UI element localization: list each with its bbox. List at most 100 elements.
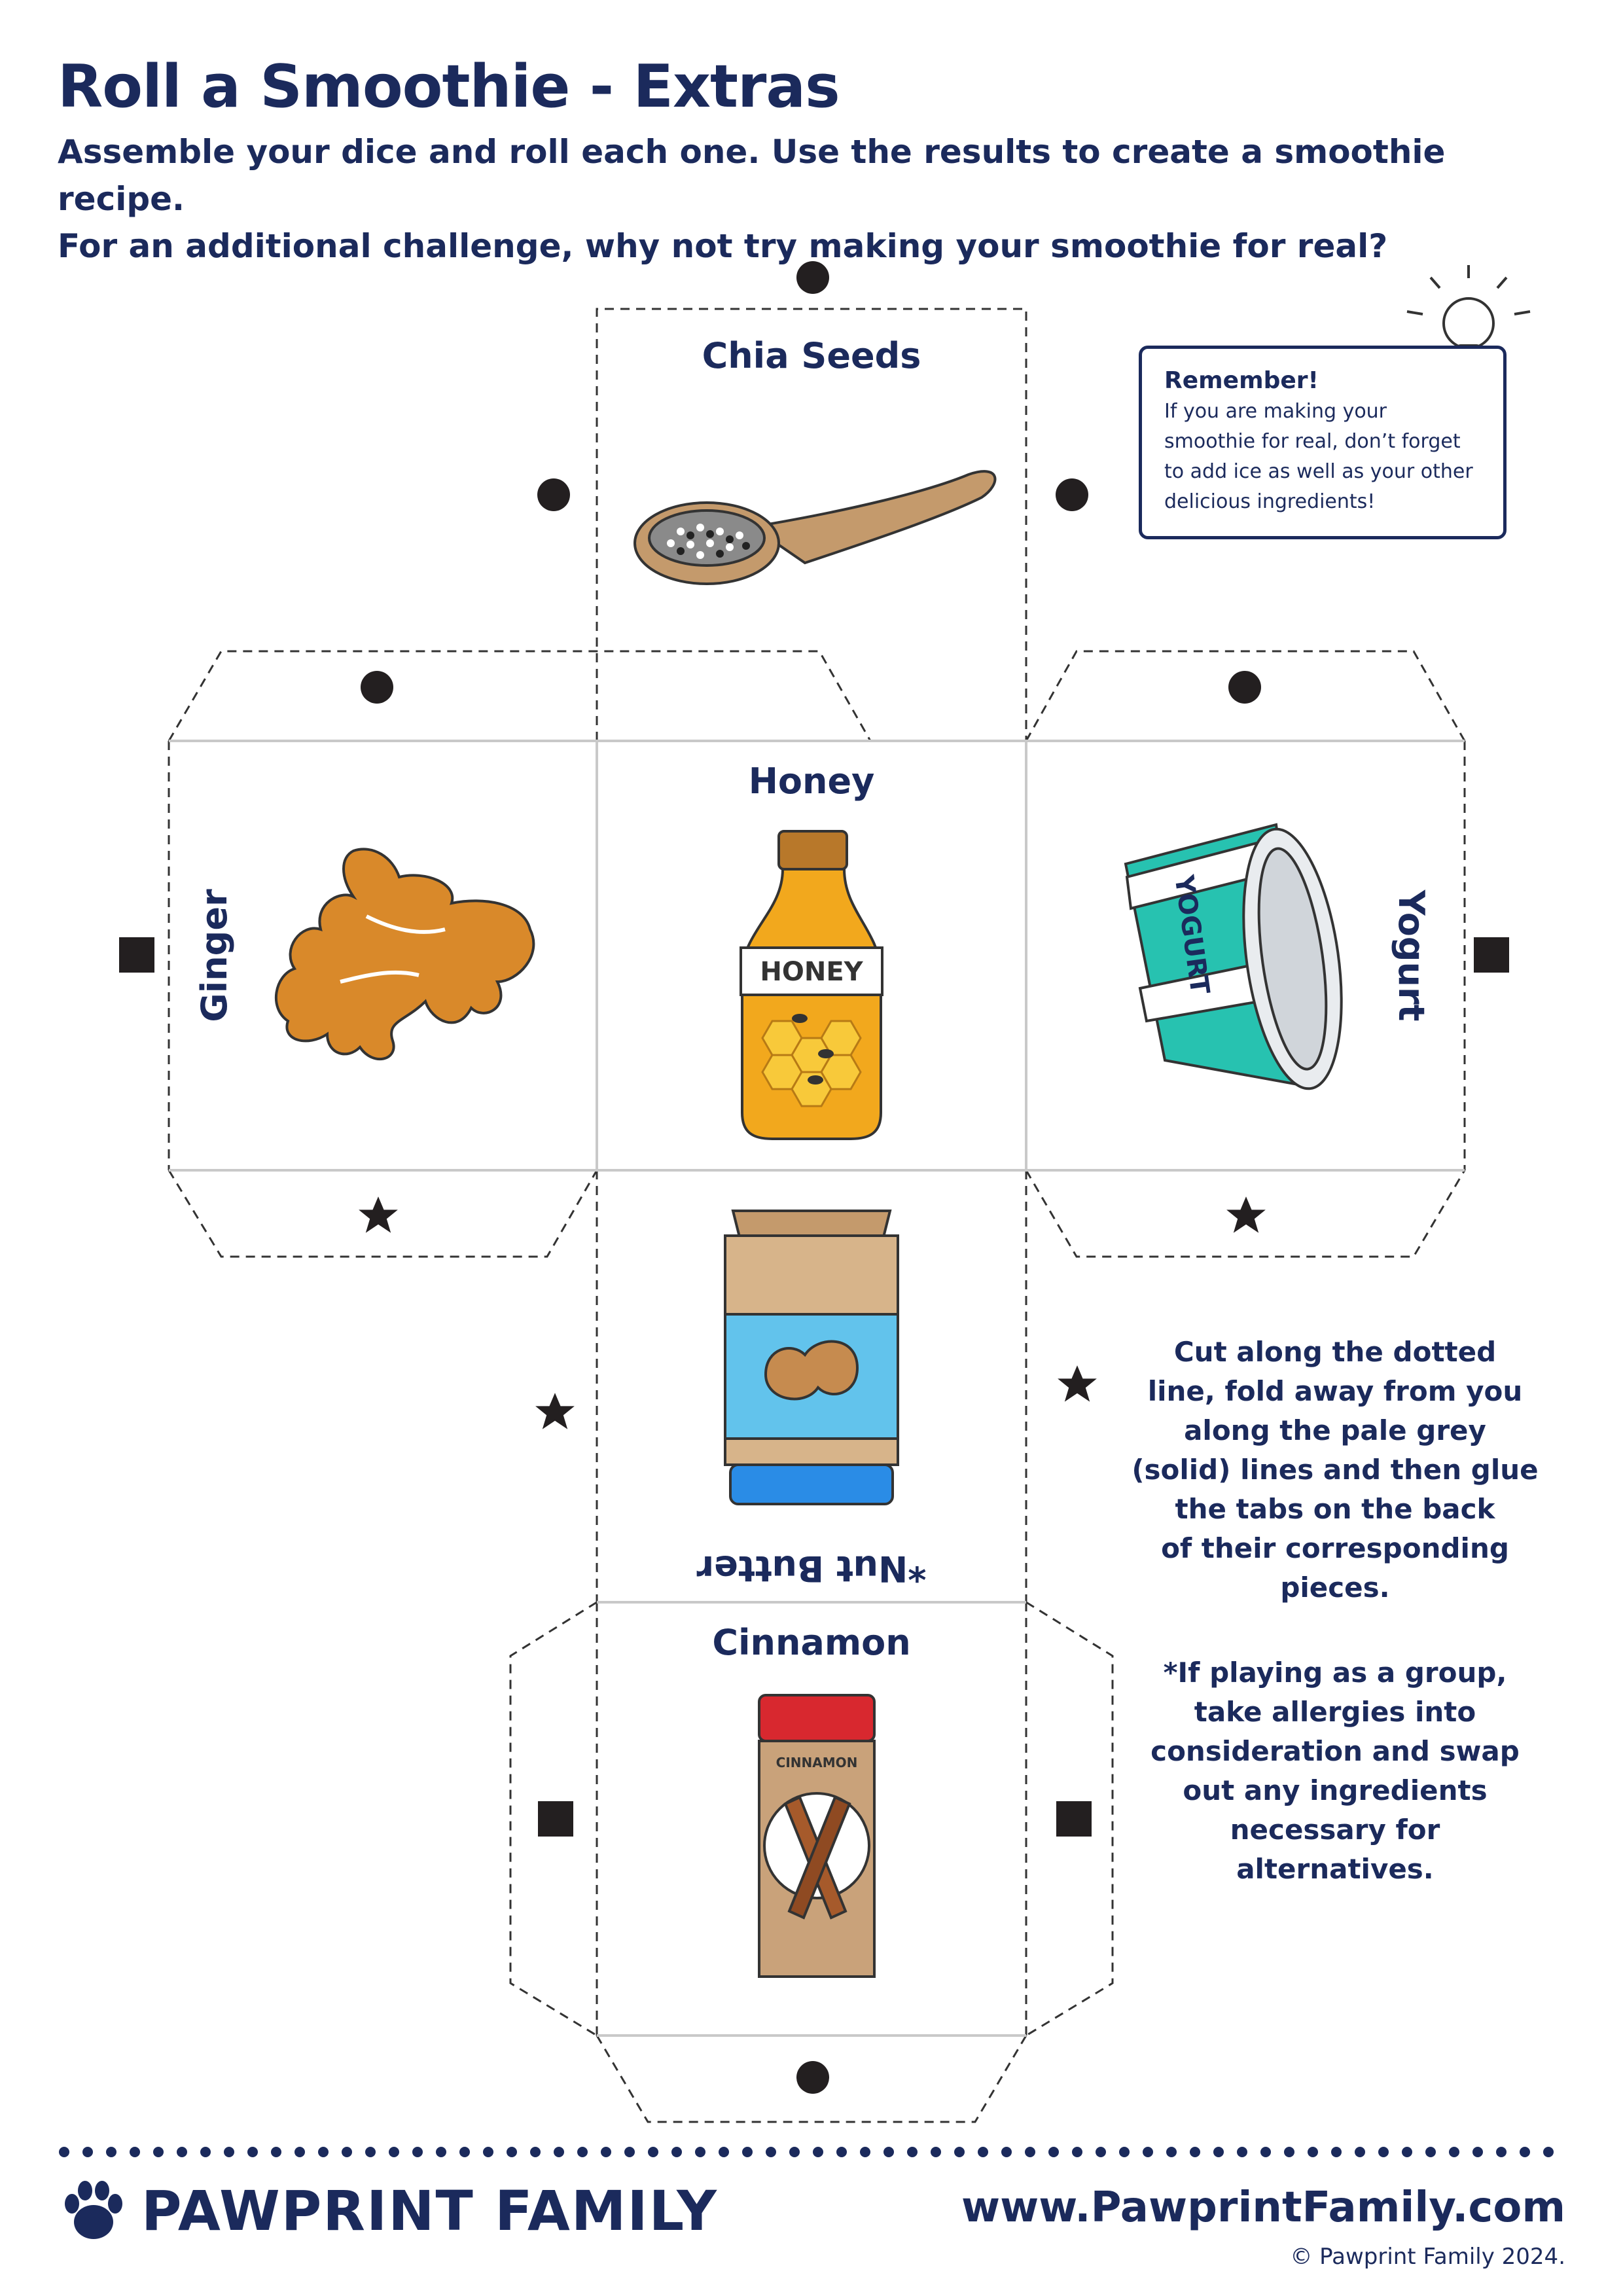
dot-marker <box>1228 671 1261 704</box>
cinnamon-label-text: CINNAMON <box>776 1755 858 1770</box>
fold-lines <box>169 740 1465 2037</box>
instruction-line: line, fold away from you <box>1147 1375 1523 1407</box>
page-subtitle: Assemble your dice and roll each one. Us… <box>58 128 1582 270</box>
divider-dot <box>130 2147 140 2157</box>
face-label-center: Honey <box>749 761 875 802</box>
face-label-top: Chia Seeds <box>702 335 921 376</box>
subtitle-line: Assemble your dice and roll each one. Us… <box>58 133 1446 218</box>
divider-dot <box>1378 2147 1389 2157</box>
divider-dot <box>907 2147 918 2157</box>
divider-dot <box>1472 2147 1483 2157</box>
cut-lines <box>168 308 1466 2036</box>
divider-dot <box>1496 2147 1507 2157</box>
divider-dot <box>813 2147 823 2157</box>
paw-icon <box>65 2181 122 2239</box>
instruction-line: of their corresponding <box>1161 1532 1509 1564</box>
square-marker <box>1056 1801 1092 1837</box>
dice-markers <box>119 261 1509 2094</box>
instruction-line: pieces. <box>1280 1571 1390 1604</box>
divider-dot <box>1119 2147 1130 2157</box>
divider-dot <box>978 2147 988 2157</box>
dot-marker <box>1056 478 1088 511</box>
divider-dot <box>1048 2147 1059 2157</box>
brand-logo: PAWPRINT FAMILY <box>58 2172 718 2250</box>
face-label-lower: *Nut Butter <box>696 1548 926 1589</box>
divider-dot <box>554 2147 564 2157</box>
divider-dot <box>719 2147 729 2157</box>
brand-name: PAWPRINT FAMILY <box>141 2179 718 2243</box>
divider-dot <box>483 2147 493 2157</box>
website-link[interactable]: www.PawprintFamily.com <box>961 2183 1565 2232</box>
divider-dot <box>342 2147 352 2157</box>
divider-dot <box>1520 2147 1530 2157</box>
note-line: *If playing as a group, <box>1163 1657 1507 1689</box>
face-label-left: Ginger <box>194 889 235 1022</box>
square-marker <box>1474 937 1509 973</box>
note-line: necessary for <box>1230 1814 1440 1846</box>
divider-dot <box>648 2147 658 2157</box>
divider-dot <box>695 2147 705 2157</box>
subtitle-line: For an additional challenge, why not try… <box>58 227 1388 265</box>
divider-dot <box>530 2147 541 2157</box>
divider-dot <box>271 2147 281 2157</box>
instruction-line: the tabs on the back <box>1175 1493 1495 1525</box>
divider-dot <box>742 2147 753 2157</box>
divider-dot <box>1449 2147 1459 2157</box>
peanut-butter-jar-illustration <box>724 1210 899 1505</box>
honey-bottle-illustration: HONEY <box>740 830 883 1140</box>
divider-dot <box>177 2147 187 2157</box>
divider-dot <box>1355 2147 1365 2157</box>
divider-dot <box>365 2147 376 2157</box>
remember-heading: Remember! <box>1164 367 1319 394</box>
divider-dot <box>1543 2147 1554 2157</box>
honey-label-text: HONEY <box>760 957 863 987</box>
divider-dot <box>106 2147 116 2157</box>
divider-dot <box>671 2147 682 2157</box>
divider-dot <box>436 2147 446 2157</box>
copyright-notice: © Pawprint Family 2024. <box>1290 2244 1565 2270</box>
chia-seeds-spoon-illustration <box>633 470 997 585</box>
divider-dot <box>954 2147 965 2157</box>
square-marker <box>119 937 154 973</box>
ginger-root-illustration <box>275 848 535 1060</box>
remember-line: to add ice as well as your other <box>1164 460 1473 483</box>
divider-dot <box>200 2147 211 2157</box>
divider-dot <box>860 2147 870 2157</box>
divider-dot <box>294 2147 305 2157</box>
divider-dot <box>153 2147 164 2157</box>
divider-dot <box>1143 2147 1153 2157</box>
face-label-bottom: Cinnamon <box>712 1622 910 1663</box>
divider-dot <box>507 2147 517 2157</box>
remember-line: delicious ingredients! <box>1164 490 1376 513</box>
remember-line: smoothie for real, don’t forget <box>1164 430 1461 453</box>
divider-dot <box>577 2147 588 2157</box>
divider-dot <box>389 2147 399 2157</box>
page-title: Roll a Smoothie - Extras <box>58 52 840 121</box>
star-marker <box>1058 1365 1097 1402</box>
tab-left-top <box>168 650 872 742</box>
instruction-line: along the pale grey <box>1184 1414 1486 1446</box>
cinnamon-shaker-illustration: CINNAMON <box>758 1694 876 1978</box>
divider-dot <box>1096 2147 1106 2157</box>
star-marker <box>535 1393 575 1429</box>
divider-dot <box>1001 2147 1012 2157</box>
divider-dot <box>318 2147 329 2157</box>
note-line: alternatives. <box>1236 1853 1434 1885</box>
yogurt-pot-illustration: YOGURT <box>1124 823 1343 1090</box>
dot-marker <box>796 2061 829 2094</box>
note-line: take allergies into <box>1194 1696 1476 1728</box>
divider-dot <box>59 2147 69 2157</box>
divider-dot <box>931 2147 941 2157</box>
divider-dot <box>1213 2147 1224 2157</box>
divider-dot <box>1260 2147 1271 2157</box>
note-line: consideration and swap <box>1150 1735 1520 1767</box>
dot-marker <box>796 261 829 294</box>
divider-dot <box>1425 2147 1436 2157</box>
square-marker <box>538 1801 573 1837</box>
face-label-right: Yogurt <box>1391 889 1432 1022</box>
divider-dot <box>766 2147 776 2157</box>
divider-dot <box>224 2147 234 2157</box>
divider-dot <box>624 2147 635 2157</box>
instruction-line: (solid) lines and then glue <box>1132 1454 1539 1486</box>
